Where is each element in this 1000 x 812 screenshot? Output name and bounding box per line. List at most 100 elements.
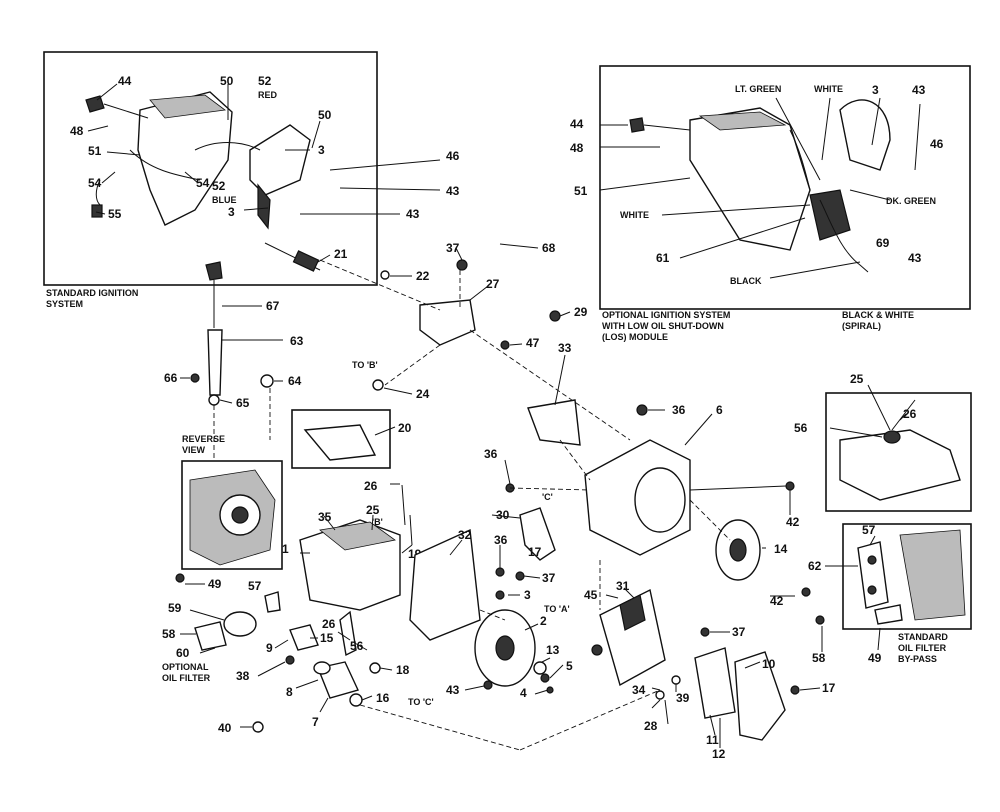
- part-number: 17: [528, 545, 542, 559]
- part-number: 57: [862, 523, 876, 537]
- part-number: 9: [266, 641, 273, 655]
- part-number: 24: [416, 387, 430, 401]
- part-number: 11: [706, 733, 719, 747]
- part-number: 65: [236, 396, 250, 410]
- connector-mark: 'B': [372, 517, 383, 527]
- part-number: 56: [794, 421, 808, 435]
- part-number: 51: [88, 144, 102, 158]
- connector-mark: 'C': [542, 492, 553, 502]
- part-number: 35: [318, 510, 332, 524]
- part-number: 25: [366, 503, 380, 517]
- part-number: 4: [520, 686, 527, 700]
- part-number: 52: [258, 74, 272, 88]
- part-number: 44: [118, 74, 132, 88]
- inset-caption: STANDARD: [898, 632, 948, 642]
- part-number: 33: [558, 341, 572, 355]
- part-number: 28: [644, 719, 658, 733]
- part-number: 3: [228, 205, 235, 219]
- part-number: 49: [208, 577, 222, 591]
- optional-oil-filter-group: 49 57 59 58 60 OPTIONAL OIL FILTER: [162, 573, 281, 683]
- part-number: 66: [164, 371, 178, 385]
- oil-fill-assembly: 67 63 66 64 65: [164, 261, 304, 410]
- part-number: 26: [322, 617, 336, 631]
- inset-caption: REVERSE: [182, 434, 225, 444]
- bracket-group: 30 17 32 36 37 3 TO 'A': [409, 507, 570, 641]
- part-number: 50: [220, 74, 234, 88]
- part-number: 57: [248, 579, 262, 593]
- part-number: 18: [396, 663, 410, 677]
- part-number: 15: [320, 631, 334, 645]
- part-number: 44: [570, 117, 584, 131]
- reverse-view-inset: REVERSE VIEW: [181, 434, 283, 570]
- inset-caption: WITH LOW OIL SHUT-DOWN: [602, 321, 724, 331]
- part-number: 42: [786, 515, 800, 529]
- blower-housing: 33 36 6 36 'C' 42: [484, 341, 800, 556]
- part-number: 63: [290, 334, 304, 348]
- part-number: 27: [486, 277, 500, 291]
- inset-caption: OIL FILTER: [898, 643, 947, 653]
- fuel-fitting-inset: 25 26 56: [794, 372, 972, 512]
- part-number: 10: [762, 657, 776, 671]
- air-cleaner-group: 45 31 37 34 39 10 28 11 12 17: [584, 579, 836, 761]
- part-number: 37: [542, 571, 556, 585]
- part-number: 43: [406, 207, 420, 221]
- inset-caption: OPTIONAL: [162, 662, 209, 672]
- part-number: 37: [446, 241, 460, 255]
- part-number: 14: [774, 542, 788, 556]
- part-number: 36: [494, 533, 508, 547]
- part-number: 26: [903, 407, 917, 421]
- wire-color-label: LT. GREEN: [735, 84, 781, 94]
- part-number: 20: [398, 421, 412, 435]
- part-number: 17: [822, 681, 836, 695]
- part-number: 54: [196, 176, 210, 190]
- wire-color-label: RED: [258, 90, 278, 100]
- part-number: 51: [574, 184, 588, 198]
- part-number: 31: [616, 579, 630, 593]
- part-number: 61: [656, 251, 670, 265]
- inset-caption: SYSTEM: [46, 299, 83, 309]
- part-number: 58: [812, 651, 826, 665]
- part-number: 69: [876, 236, 890, 250]
- part-number: 58: [162, 627, 176, 641]
- wire-color-label: BLACK: [730, 276, 762, 286]
- connector-label: TO 'C': [408, 697, 434, 707]
- part-number: 59: [168, 601, 182, 615]
- carburetor-group: 9 15 38 8 7 16 18 TO 'C' 40 26 56 43: [218, 610, 661, 751]
- part-number: 36: [484, 447, 498, 461]
- part-number: 55: [108, 207, 122, 221]
- part-number: 1: [282, 542, 289, 556]
- inset-caption: BLACK & WHITE: [842, 310, 914, 320]
- wire-color-label: DK. GREEN: [886, 196, 936, 206]
- part-number: 64: [288, 374, 302, 388]
- optional-ignition-inset: 44 48 51 LT. GREEN WHITE 3 43 46 WHITE D…: [570, 65, 971, 342]
- part-number: 22: [416, 269, 430, 283]
- part-number: 37: [732, 625, 746, 639]
- part-number: 2: [540, 614, 547, 628]
- part-number: 48: [70, 124, 84, 138]
- part-number: 3: [524, 588, 531, 602]
- part-number: 16: [376, 691, 390, 705]
- inset-caption: VIEW: [182, 445, 206, 455]
- part-number: 45: [584, 588, 598, 602]
- assembly-guide-lines: [213, 259, 731, 621]
- part-number: 5: [566, 659, 573, 673]
- part-number: 62: [808, 559, 822, 573]
- wire-color-label: BLUE: [212, 195, 237, 205]
- connector-label: TO 'A': [544, 604, 570, 614]
- part-number: 43: [446, 184, 460, 198]
- wire-color-label: WHITE: [620, 210, 649, 220]
- inset-caption: OIL FILTER: [162, 673, 211, 683]
- part-number: 46: [446, 149, 460, 163]
- part-number: 48: [570, 141, 584, 155]
- wire-color-label: WHITE: [814, 84, 843, 94]
- part-number: 39: [676, 691, 690, 705]
- inset-caption: OPTIONAL IGNITION SYSTEM: [602, 310, 730, 320]
- inset-caption: (LOS) MODULE: [602, 332, 668, 342]
- part-number: 49: [868, 651, 882, 665]
- part-number: 29: [574, 305, 588, 319]
- part-number: 34: [632, 683, 646, 697]
- part-number: 25: [850, 372, 864, 386]
- part-number: 3: [872, 83, 879, 97]
- part-number: 50: [318, 108, 332, 122]
